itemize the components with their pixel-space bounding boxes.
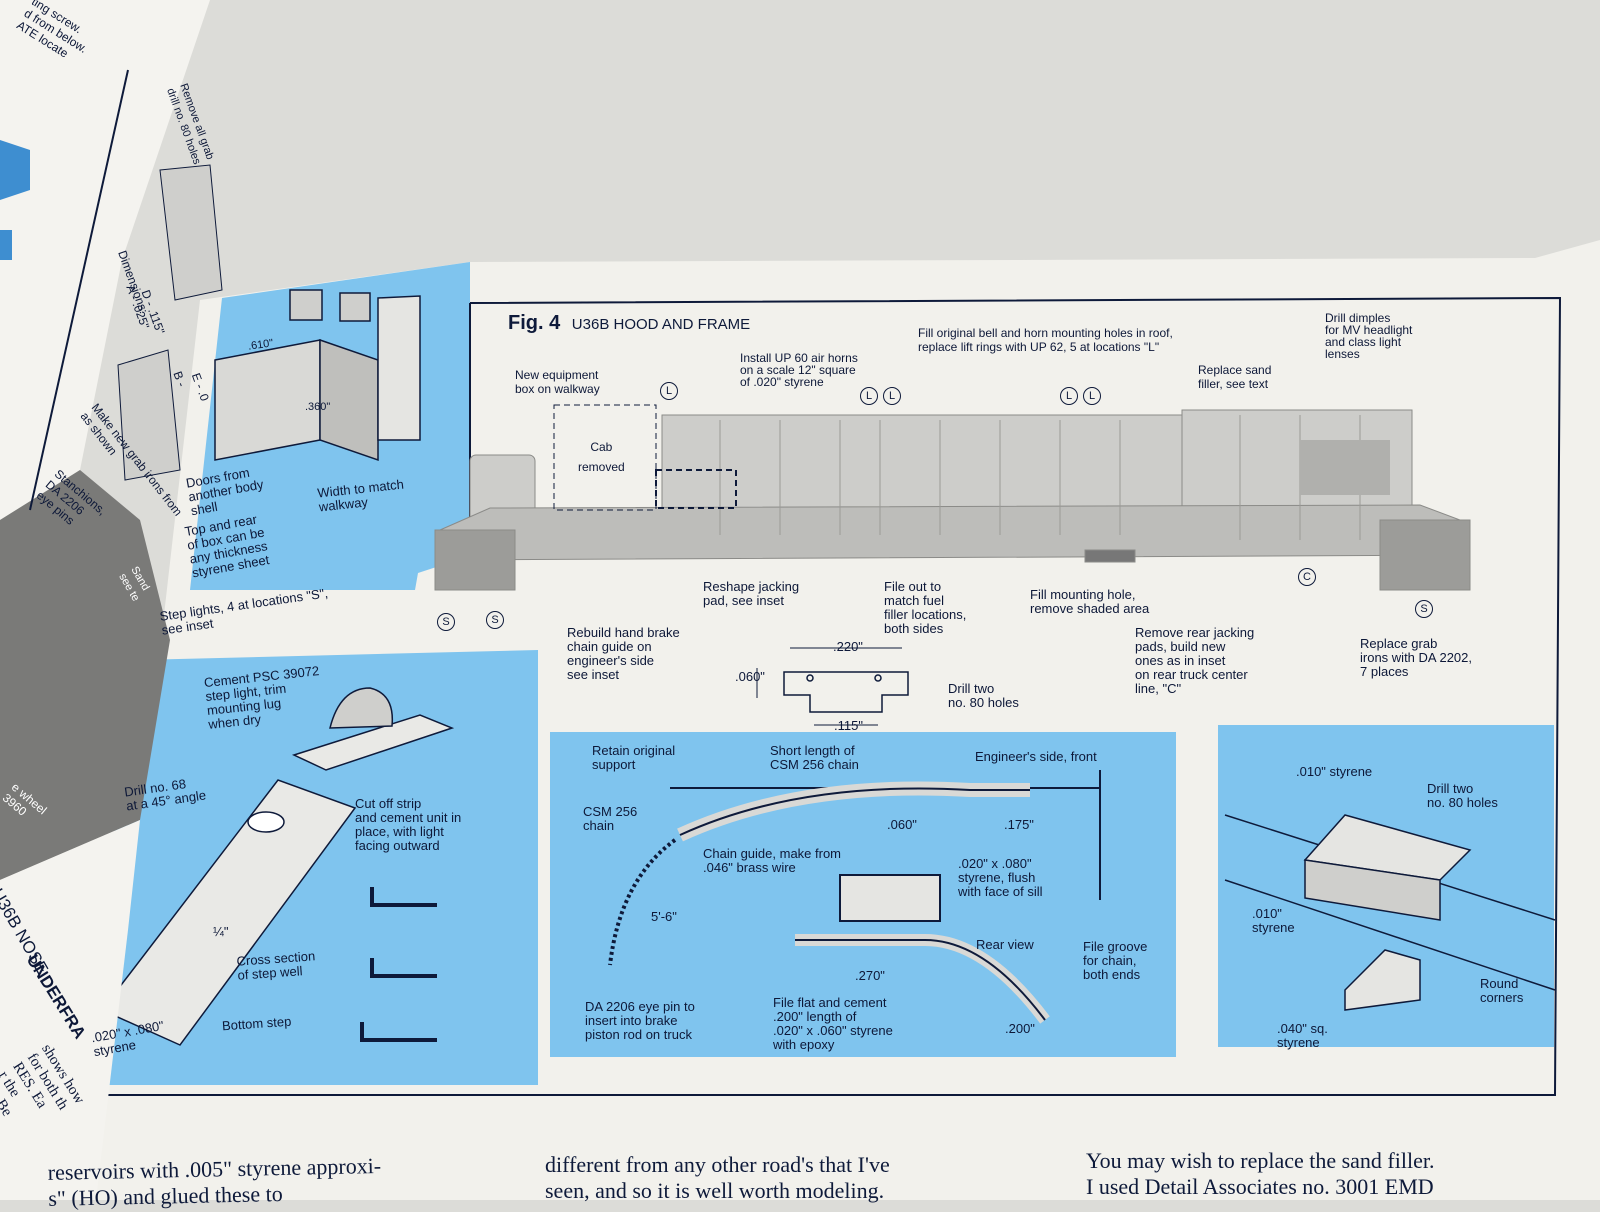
- step-quarter: ¼": [213, 924, 229, 939]
- step-cutoff: Cut off strip and cement unit in place, …: [355, 796, 462, 853]
- callout-drill-two-top: Drill two no. 80 holes: [948, 681, 1019, 710]
- dim-220: .220": [833, 639, 863, 654]
- figure-caption: U36B HOOD AND FRAME: [571, 316, 751, 333]
- pad-s010a: .010" styrene: [1296, 764, 1373, 779]
- callout-remove-rear: Remove rear jacking pads, build new ones…: [1135, 625, 1255, 696]
- chain-d270: .270": [855, 968, 885, 983]
- dim-060: .060": [735, 669, 765, 684]
- callout-rebuild: Rebuild hand brake chain guide on engine…: [567, 625, 680, 682]
- dim-115: .115": [834, 718, 863, 733]
- chain-guide-drawing: [608, 770, 1101, 1024]
- bottom-col-3-line-1: You may wish to replace the sand filler.: [1086, 1148, 1435, 1173]
- marker-l-1: L: [660, 382, 678, 400]
- chain-groove: File groove for chain, both ends: [1083, 939, 1148, 982]
- callout-install-horns: Install UP 60 air horns on a scale 12" s…: [740, 351, 858, 389]
- marker-l-2: L: [860, 387, 878, 405]
- callout-fill-bell: Fill original bell and horn mounting hol…: [918, 326, 1173, 354]
- marker-l-4: L: [1060, 387, 1078, 405]
- box-dim-360: .360": [305, 401, 331, 413]
- jacking-pad-drawing: [1224, 814, 1556, 1011]
- pad-drill: Drill two no. 80 holes: [1427, 781, 1498, 810]
- step-cross: Cross section of step well: [236, 948, 316, 983]
- chain-rear: Rear view: [976, 937, 1034, 952]
- equipment-box-drawing: [214, 289, 421, 462]
- callout-fill-mounting: Fill mounting hole, remove shaded area: [1030, 587, 1150, 616]
- chain-styrene: .020" x .080" styrene, flush with face o…: [958, 856, 1043, 899]
- callout-cab-removed: Cab removed: [578, 440, 625, 474]
- callout-drill-dimples: Drill dimples for MV headlight and class…: [1325, 311, 1413, 361]
- callout-replace-grab: Replace grab irons with DA 2202, 7 place…: [1360, 636, 1473, 679]
- pad-s040: .040" sq. styrene: [1277, 1021, 1328, 1050]
- chain-guide: Chain guide, make from .046" brass wire: [703, 846, 842, 875]
- marker-s-3: S: [1415, 600, 1433, 618]
- jack-pad-drawing: [756, 647, 909, 726]
- marker-c: C: [1298, 568, 1316, 586]
- marker-s-2: S: [486, 611, 504, 629]
- chain-d060: .060": [887, 817, 917, 832]
- bottom-col-3-line-2: I used Detail Associates no. 3001 EMD: [1086, 1174, 1434, 1199]
- callout-file-out: File out to match fuel filler locations,…: [884, 579, 967, 636]
- bottom-col-2-line-1: different from any other road's that I'v…: [545, 1152, 890, 1177]
- figure-number: Fig. 4: [508, 312, 561, 334]
- chain-d200: .200": [1005, 1021, 1035, 1036]
- bottom-col-2: different from any other road's that I'v…: [545, 1152, 1045, 1204]
- pad-round: Round corners: [1480, 976, 1524, 1005]
- marker-s-1: S: [437, 613, 455, 631]
- callout-reshape: Reshape jacking pad, see inset: [703, 579, 800, 608]
- step-strip-drawing: [100, 687, 455, 1046]
- chain-d56: 5'-6": [651, 909, 677, 924]
- bottom-col-3: You may wish to replace the sand filler.…: [1086, 1148, 1596, 1200]
- chain-engineer: Engineer's side, front: [975, 749, 1097, 764]
- chain-short: Short length of CSM 256 chain: [770, 743, 859, 772]
- chain-fileflat: File flat and cement .200" length of .02…: [773, 995, 893, 1052]
- marker-l-5: L: [1083, 387, 1101, 405]
- chain-d175: .175": [1004, 817, 1034, 832]
- callout-new-box: New equipment box on walkway: [515, 368, 600, 396]
- bottom-col-2-line-2: seen, and so it is well worth modeling.: [545, 1178, 885, 1203]
- bottom-col-1: reservoirs with .005" styrene approxi- s…: [48, 1150, 519, 1212]
- chain-retain: Retain original support: [592, 743, 676, 772]
- chain-csm: CSM 256 chain: [583, 804, 638, 833]
- pad-s010b: .010" styrene: [1252, 906, 1295, 935]
- step-sections: [360, 887, 437, 1042]
- marker-l-3: L: [883, 387, 901, 405]
- callout-replace-sand: Replace sand filler, see text: [1198, 363, 1272, 391]
- chain-eyepin: DA 2206 eye pin to insert into brake pis…: [585, 999, 695, 1042]
- figure-title: Fig. 4 U36B HOOD AND FRAME: [508, 312, 750, 335]
